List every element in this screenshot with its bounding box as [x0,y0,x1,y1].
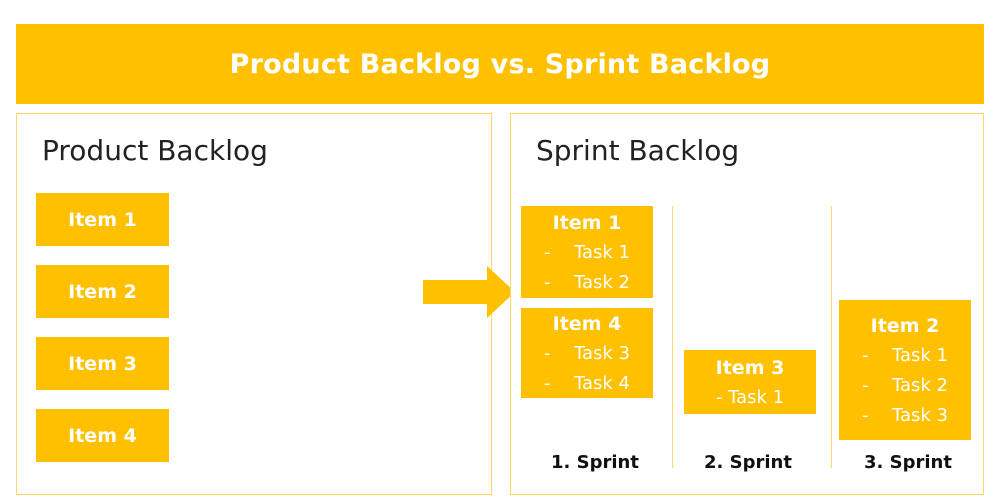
sprint-item-title: Item 4 [552,313,622,335]
sprint-item-title: Item 2 [870,315,940,337]
page-title: Product Backlog vs. Sprint Backlog [229,48,771,80]
sprint-item-card: Item 1 -Task 1 -Task 2 [521,206,653,298]
task-label: Task 2 [891,375,949,396]
task-label: Task 1 [573,242,631,263]
title-banner: Product Backlog vs. Sprint Backlog [16,24,984,104]
right-arrow-icon [423,266,515,318]
sprint-item-title: Item 3 [715,357,785,379]
product-backlog-item: Item 3 [36,337,169,390]
product-backlog-item: Item 2 [36,265,169,318]
product-backlog-item: Item 4 [36,409,169,462]
task-row: -Task 2 [521,268,653,298]
task-row: -Task 3 [839,401,971,431]
task-label: Task 3 [573,343,631,364]
sprint-label: 3. Sprint [864,452,952,473]
sprint-item-title: Item 1 [552,212,622,234]
sprint-item-card: Item 3 - Task 1 [684,350,816,414]
task-label: - Task 1 [715,387,785,408]
task-row: -Task 1 [839,341,971,371]
sprint-item-card: Item 2 -Task 1 -Task 2 -Task 3 [839,300,971,440]
task-label: Task 2 [573,272,631,293]
task-row: -Task 2 [839,371,971,401]
sprint-label: 2. Sprint [704,452,792,473]
task-row: - Task 1 [684,383,816,413]
task-row: -Task 4 [521,369,653,399]
sprint-divider [672,206,673,468]
sprint-divider [831,206,832,468]
task-label: Task 1 [891,345,949,366]
task-label: Task 4 [573,373,631,394]
sprint-backlog-title: Sprint Backlog [536,134,740,167]
task-row: -Task 3 [521,339,653,369]
task-label: Task 3 [891,405,949,426]
sprint-label: 1. Sprint [551,452,639,473]
product-backlog-item: Item 1 [36,193,169,246]
sprint-item-card: Item 4 -Task 3 -Task 4 [521,308,653,398]
task-row: -Task 1 [521,238,653,268]
product-backlog-title: Product Backlog [42,134,268,167]
product-backlog-panel: Product Backlog Item 1 Item 2 Item 3 Ite… [16,113,492,495]
